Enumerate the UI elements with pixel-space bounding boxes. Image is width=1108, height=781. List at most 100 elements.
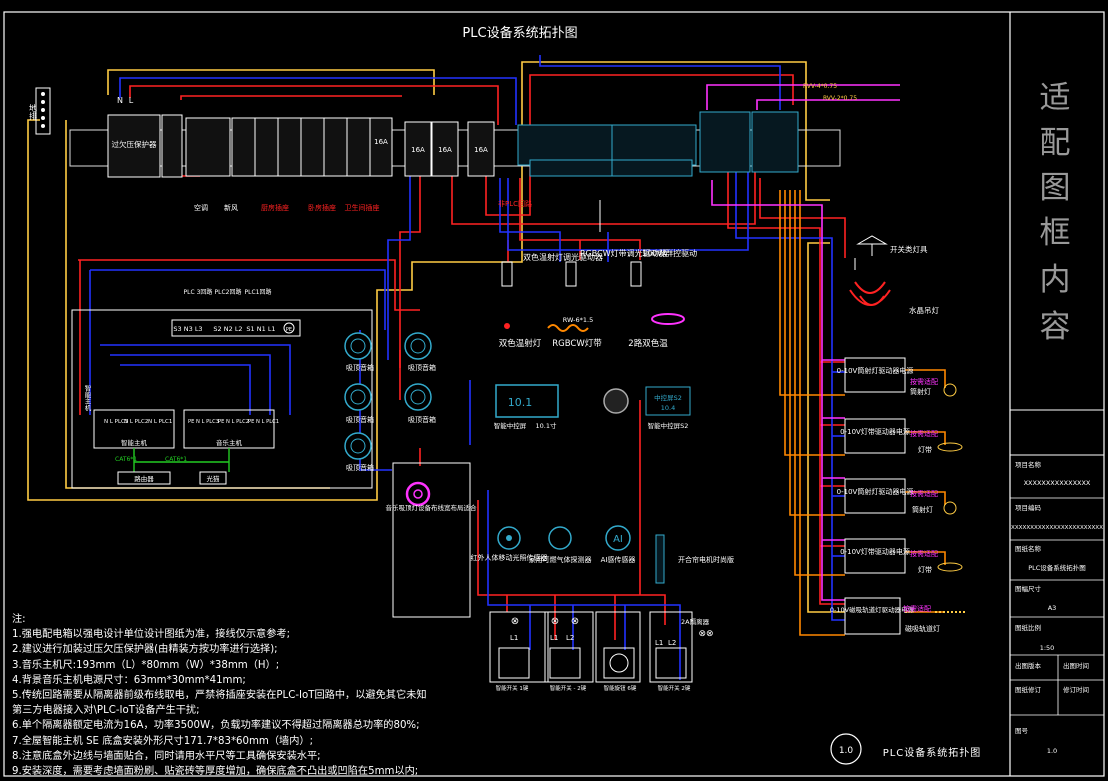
breaker-16a-4: 16A <box>474 146 488 154</box>
svg-text:⊗: ⊗ <box>551 616 559 627</box>
page-title: PLC设备系统拓扑图 <box>462 25 577 41</box>
driver-4-label: 0-10V灯带驱动器电源 <box>840 547 910 556</box>
note-line-9: 8.注意底盒外边线与墙面贴合，同时请用水平尺等工具确保安装水平; <box>12 750 321 762</box>
downlight-label-1: 筒射灯 <box>910 387 931 396</box>
track-label: 磁吸轨道灯 <box>905 624 940 633</box>
note-line-8: 7.全屋智能主机 SE 底盒安装外形尺寸171.7*83*60mm（墙内）; <box>12 735 314 747</box>
rw-cable-label: RW-6*1.5 <box>563 316 594 324</box>
project-code-value: XXXXXXXXXXXXXXXXXXXXXXXX <box>1011 525 1103 531</box>
gas-sensor-label: 家用可燃气体探测器 <box>529 555 592 564</box>
fresh-air-label: 新风 <box>224 203 238 212</box>
kitchen-socket-label: 厨房插座 <box>261 203 289 212</box>
scale-label: 图纸比例 <box>1015 623 1041 632</box>
ai-icon: AI <box>613 534 623 545</box>
plc-loop-label: 非PLC回路 <box>498 199 532 208</box>
plc2-label: PLC2回路 <box>215 288 242 296</box>
s2-screen-name: 智能中控屏S2 <box>648 421 689 430</box>
control-screens: 10.1 智能中控屏 10.1寸 中控屏S2 10.4 智能中控屏S2 <box>494 384 691 430</box>
pen-plc1: PE N L PLC1 <box>248 419 279 425</box>
l2-label-2: L2 <box>668 639 676 647</box>
cat6-label-1: CAT6*1 <box>115 456 137 463</box>
need-adapt-4: 按需适配 <box>910 549 938 558</box>
sidebar-title-char-5: 内 <box>1040 262 1071 298</box>
term-s3: S3 N3 L3 <box>173 325 202 333</box>
plc3-label: PLC 3回路 <box>184 288 213 296</box>
footer-badge <box>830 733 862 765</box>
note-line-3: 3.音乐主机尺:193mm（L）*80mm（W）*38mm（H）; <box>12 659 280 671</box>
right-drivers: 0-10V筒射灯驱动器电源 0-10V灯带驱动器电源 0-10V筒射灯驱动器电源… <box>830 357 965 635</box>
bedroom-socket-label: 卧房插座 <box>308 203 336 212</box>
two-way-dual-label: 2路双色温 <box>628 338 668 349</box>
nl-plc2: N L PLC2 <box>124 419 148 425</box>
ceiling-lamps: 开关类灯具 水晶吊灯 <box>849 235 939 315</box>
driver-2-label: 0-10V灯带驱动器电源 <box>840 427 910 436</box>
strip-label-2: 灯带 <box>918 565 932 574</box>
scale-value: 1:50 <box>1040 644 1055 652</box>
router-label: 路由器 <box>134 474 154 483</box>
version-label: 出图版本 <box>1015 661 1042 670</box>
note-line-6: 第三方电器接入对\PLC-IoT设备产生干扰; <box>12 705 200 717</box>
speaker-label-2: 吸顶音箱 <box>408 363 436 372</box>
n-label: N <box>117 96 123 105</box>
drawing-name-value: PLC设备系统拓扑图 <box>1028 563 1086 572</box>
pen-plc3: PE N L PLC3 <box>188 419 219 425</box>
rgbcw-strip-label: RGBCW灯带 <box>552 338 602 349</box>
strip-label-1: 灯带 <box>918 445 932 454</box>
ceiling-speakers: 吸顶音箱 吸顶音箱 吸顶音箱 吸顶音箱 吸顶音箱 <box>344 332 436 472</box>
footer-title: PLC设备系统拓扑图 <box>883 746 982 759</box>
driver-1-label: 0-10V筒射灯驱动器电源 <box>837 366 914 375</box>
breaker-16a-2: 16A <box>411 146 425 154</box>
ir-sensor-label: 红外人体移动光照传感器 <box>471 553 548 562</box>
s2-screen-line1: 中控屏S2 <box>654 393 682 402</box>
note-line-2: 2.建议进行加装过压欠压保护器(由精装方按功率进行选择); <box>12 644 278 656</box>
smart-host-label: 智能主机 <box>121 438 148 447</box>
wiring <box>27 55 946 680</box>
switch-2-label: 智能开关 - 2键 <box>550 684 587 692</box>
crystal-lamp-label: 水晶吊灯 <box>909 305 939 315</box>
l1-label-3: L1 <box>655 639 663 647</box>
term-s2: S2 N2 L2 <box>213 325 242 333</box>
svg-text:⊗⊗: ⊗⊗ <box>698 629 713 639</box>
outer-frame <box>3 11 1105 777</box>
breaker-16a-3: 16A <box>438 146 452 154</box>
bath-socket-label: 卫生间插座 <box>345 203 380 212</box>
smart-host-panel: PLC 3回路 PLC2回路 PLC1回路 S3 N3 L3 S2 N2 L2 … <box>71 288 373 489</box>
aircon-label: 空调 <box>194 203 208 212</box>
svg-text:⊗: ⊗ <box>571 616 579 627</box>
term-s1: S1 N1 L1 <box>246 325 275 333</box>
modified-label: 图纸修订 <box>1015 685 1042 694</box>
project-code-label: 项目编码 <box>1015 503 1042 512</box>
ground-bar-label: 地排 <box>29 103 38 121</box>
driver-5-label: 0-10V磁吸轨道灯驱动器电源 <box>830 605 915 614</box>
pe-label: PE <box>286 327 292 333</box>
speaker-label-4: 吸顶音箱 <box>408 415 436 424</box>
distribution-box: 地排 N L 过欠压保护器 16A 16A 16A 16A 空调 新风 厨房插座… <box>29 87 841 212</box>
screen-size: 10.1寸 <box>536 421 557 430</box>
music-ceiling-box: 音乐吸顶灯设备布线宽布局适合 <box>386 462 477 618</box>
rw2-label: RVV-2*0.75 <box>823 95 857 102</box>
downlight-label-2: 筒射灯 <box>912 505 933 514</box>
page-number-label: 图号 <box>1015 727 1029 735</box>
protector-module <box>107 114 161 178</box>
w100-driver-label: 100W群控驱动 <box>642 248 697 258</box>
sidebar-title-char-3: 图 <box>1040 170 1071 206</box>
driver-rail: RVV-4*0.75 RVV-2*0.75 <box>517 83 857 177</box>
relay-label: 2A隔离器 <box>681 617 710 626</box>
music-host-label: 音乐主机 <box>216 438 243 447</box>
need-adapt-2: 按需适配 <box>910 429 938 438</box>
note-line-10: 9.安装深度，需要考虑墙面粉刷、贴瓷砖等厚度增加，确保底盒不凸出或凹陷在5mm以… <box>12 766 419 778</box>
sidebar-title-char-4: 框 <box>1040 215 1071 251</box>
nl-plc3: N L PLC3 <box>104 419 129 425</box>
l2-label: L2 <box>566 634 574 642</box>
screen-name: 智能中控屏 <box>494 421 527 430</box>
drawing-name-label: 图纸名称 <box>1015 544 1042 553</box>
notes-block: 注: 1.强电配电箱以强电设计单位设计图纸为准，接线仅示意参考; 2.建议进行加… <box>12 612 452 779</box>
drawing-size-value: A3 <box>1048 604 1057 612</box>
curtain-motor-label: 开合帘电机时尚版 <box>678 555 734 564</box>
pen-plc2: PE N L PLC2 <box>218 419 249 425</box>
modified-time-label: 修订时间 <box>1063 685 1089 694</box>
speaker-label-3: 吸顶音箱 <box>346 415 374 424</box>
nl-plc1: N L PLC1 <box>148 419 172 425</box>
switch-3-label: 智能旋钮 6键 <box>604 684 637 692</box>
